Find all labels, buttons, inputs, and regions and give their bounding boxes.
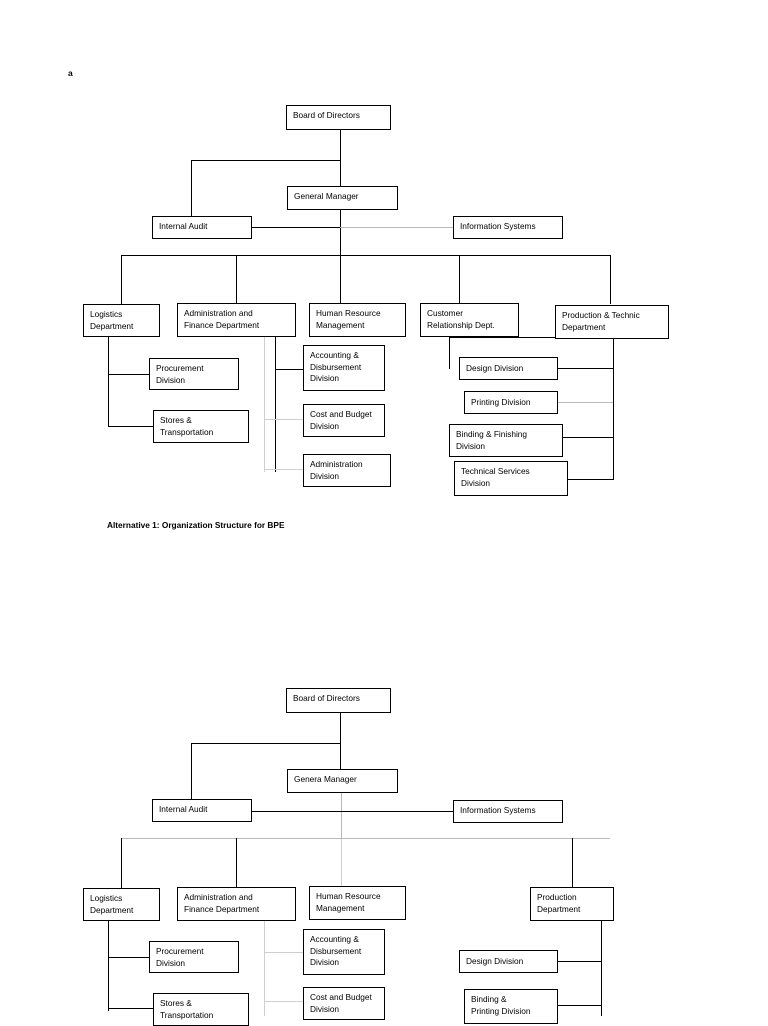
chart2-node-general-manager: Genera Manager (287, 769, 398, 793)
chart1-node-admin-finance: Administration and Finance Department (177, 303, 296, 337)
chart2-node-hr: Human Resource Management (309, 886, 406, 920)
chart1-node-accounting: Accounting & Disbursement Division (303, 345, 385, 391)
connector2-design (557, 961, 601, 962)
connector2-adminfin-spine (264, 921, 265, 1016)
connector2-logistics-spine (108, 921, 109, 1011)
connector2-board-down (340, 713, 341, 744)
connector-technical (568, 479, 613, 480)
connector2-adminfin-vert (236, 838, 237, 888)
chart2-node-accounting: Accounting & Disbursement Division (303, 929, 385, 975)
connector2-dept-bus (121, 838, 610, 839)
chart1-node-binding: Binding & Finishing Division (449, 424, 563, 457)
chart2-node-stores: Stores & Transportation (153, 993, 249, 1026)
connector-accounting (275, 369, 303, 370)
connector2-production-vert (572, 838, 573, 888)
connector-stores (108, 426, 153, 427)
chart2-node-procurement: Procurement Division (149, 941, 239, 973)
connector-cost-budget (264, 419, 303, 420)
chart2-node-production: Production Department (530, 887, 614, 921)
chart1-caption: Alternative 1: Organization Structure fo… (107, 520, 285, 530)
chart1-node-internal-audit: Internal Audit (152, 216, 252, 239)
corner-letter: a (68, 68, 73, 78)
chart1-node-production: Production & Technic Department (555, 305, 669, 339)
chart2-node-admin-finance: Administration and Finance Department (177, 887, 296, 921)
chart1-node-board: Board of Directors (286, 105, 391, 130)
chart2-node-cost-budget: Cost and Budget Division (303, 987, 385, 1020)
chart1-node-technical: Technical Services Division (454, 461, 568, 496)
connector-production-top (449, 337, 613, 338)
connector-production-left-vert (449, 337, 450, 369)
chart1-node-printing: Printing Division (464, 391, 558, 414)
connector2-stores (108, 1008, 153, 1009)
connector-gm-down (340, 209, 341, 255)
chart2-node-board: Board of Directors (286, 688, 391, 713)
connector2-board-left-branch (191, 743, 341, 744)
chart1-node-logistics: Logistics Department (83, 304, 160, 337)
connector-internal-audit-vert (191, 160, 192, 218)
connector-logistics-vert (121, 255, 122, 304)
connector-adminfin-vert (236, 255, 237, 304)
connector-hr-vert (340, 255, 341, 304)
connector-audit-to-info-faint (340, 227, 454, 228)
connector-administration (264, 469, 303, 470)
connector2-procurement (108, 957, 149, 958)
connector-procurement (108, 374, 149, 375)
connector-gm-vert (340, 160, 341, 187)
connector2-binding-printing (557, 1005, 601, 1006)
connector-binding (563, 437, 613, 438)
chart1-node-stores: Stores & Transportation (153, 410, 249, 443)
connector-production-vert (610, 255, 611, 304)
chart1-node-procurement: Procurement Division (149, 358, 239, 390)
connector2-gm-down-faint (341, 792, 342, 839)
connector-board-down (340, 130, 341, 161)
connector-design (557, 368, 613, 369)
connector2-accounting (264, 952, 303, 953)
connector2-internal-audit-vert (191, 743, 192, 801)
connector2-gm-hr-faint (341, 839, 342, 886)
chart2-node-binding-printing: Binding & Printing Division (464, 989, 558, 1024)
chart2-node-logistics: Logistics Department (83, 888, 160, 921)
chart1-node-crm: Customer Relationship Dept. (420, 303, 519, 337)
connector2-audit-to-info (252, 811, 454, 812)
connector2-production-spine (601, 921, 602, 1016)
chart2-node-information-systems: Information Systems (453, 800, 563, 823)
connector-crm-vert (459, 255, 460, 304)
chart1-node-information-systems: Information Systems (453, 216, 563, 239)
chart1-node-general-manager: General Manager (287, 186, 398, 210)
chart2-node-internal-audit: Internal Audit (152, 799, 252, 822)
connector-board-left-branch (191, 160, 341, 161)
chart1-node-cost-budget: Cost and Budget Division (303, 404, 385, 437)
connector2-logistics-vert (121, 838, 122, 888)
chart1-node-design: Design Division (459, 357, 558, 380)
connector-logistics-spine (108, 337, 109, 427)
chart1-node-administration: Administration Division (303, 454, 391, 487)
connector-dept-bus (121, 255, 610, 256)
connector2-cost-budget (264, 1001, 303, 1002)
connector-adminfin-spine (275, 337, 276, 472)
chart2-node-design: Design Division (459, 950, 558, 973)
connector2-gm-vert (340, 743, 341, 770)
connector-adminfin-spine-faint (264, 337, 265, 472)
connector-printing (557, 402, 613, 403)
connector-production-spine (613, 337, 614, 480)
chart1-node-hr: Human Resource Management (309, 303, 406, 337)
